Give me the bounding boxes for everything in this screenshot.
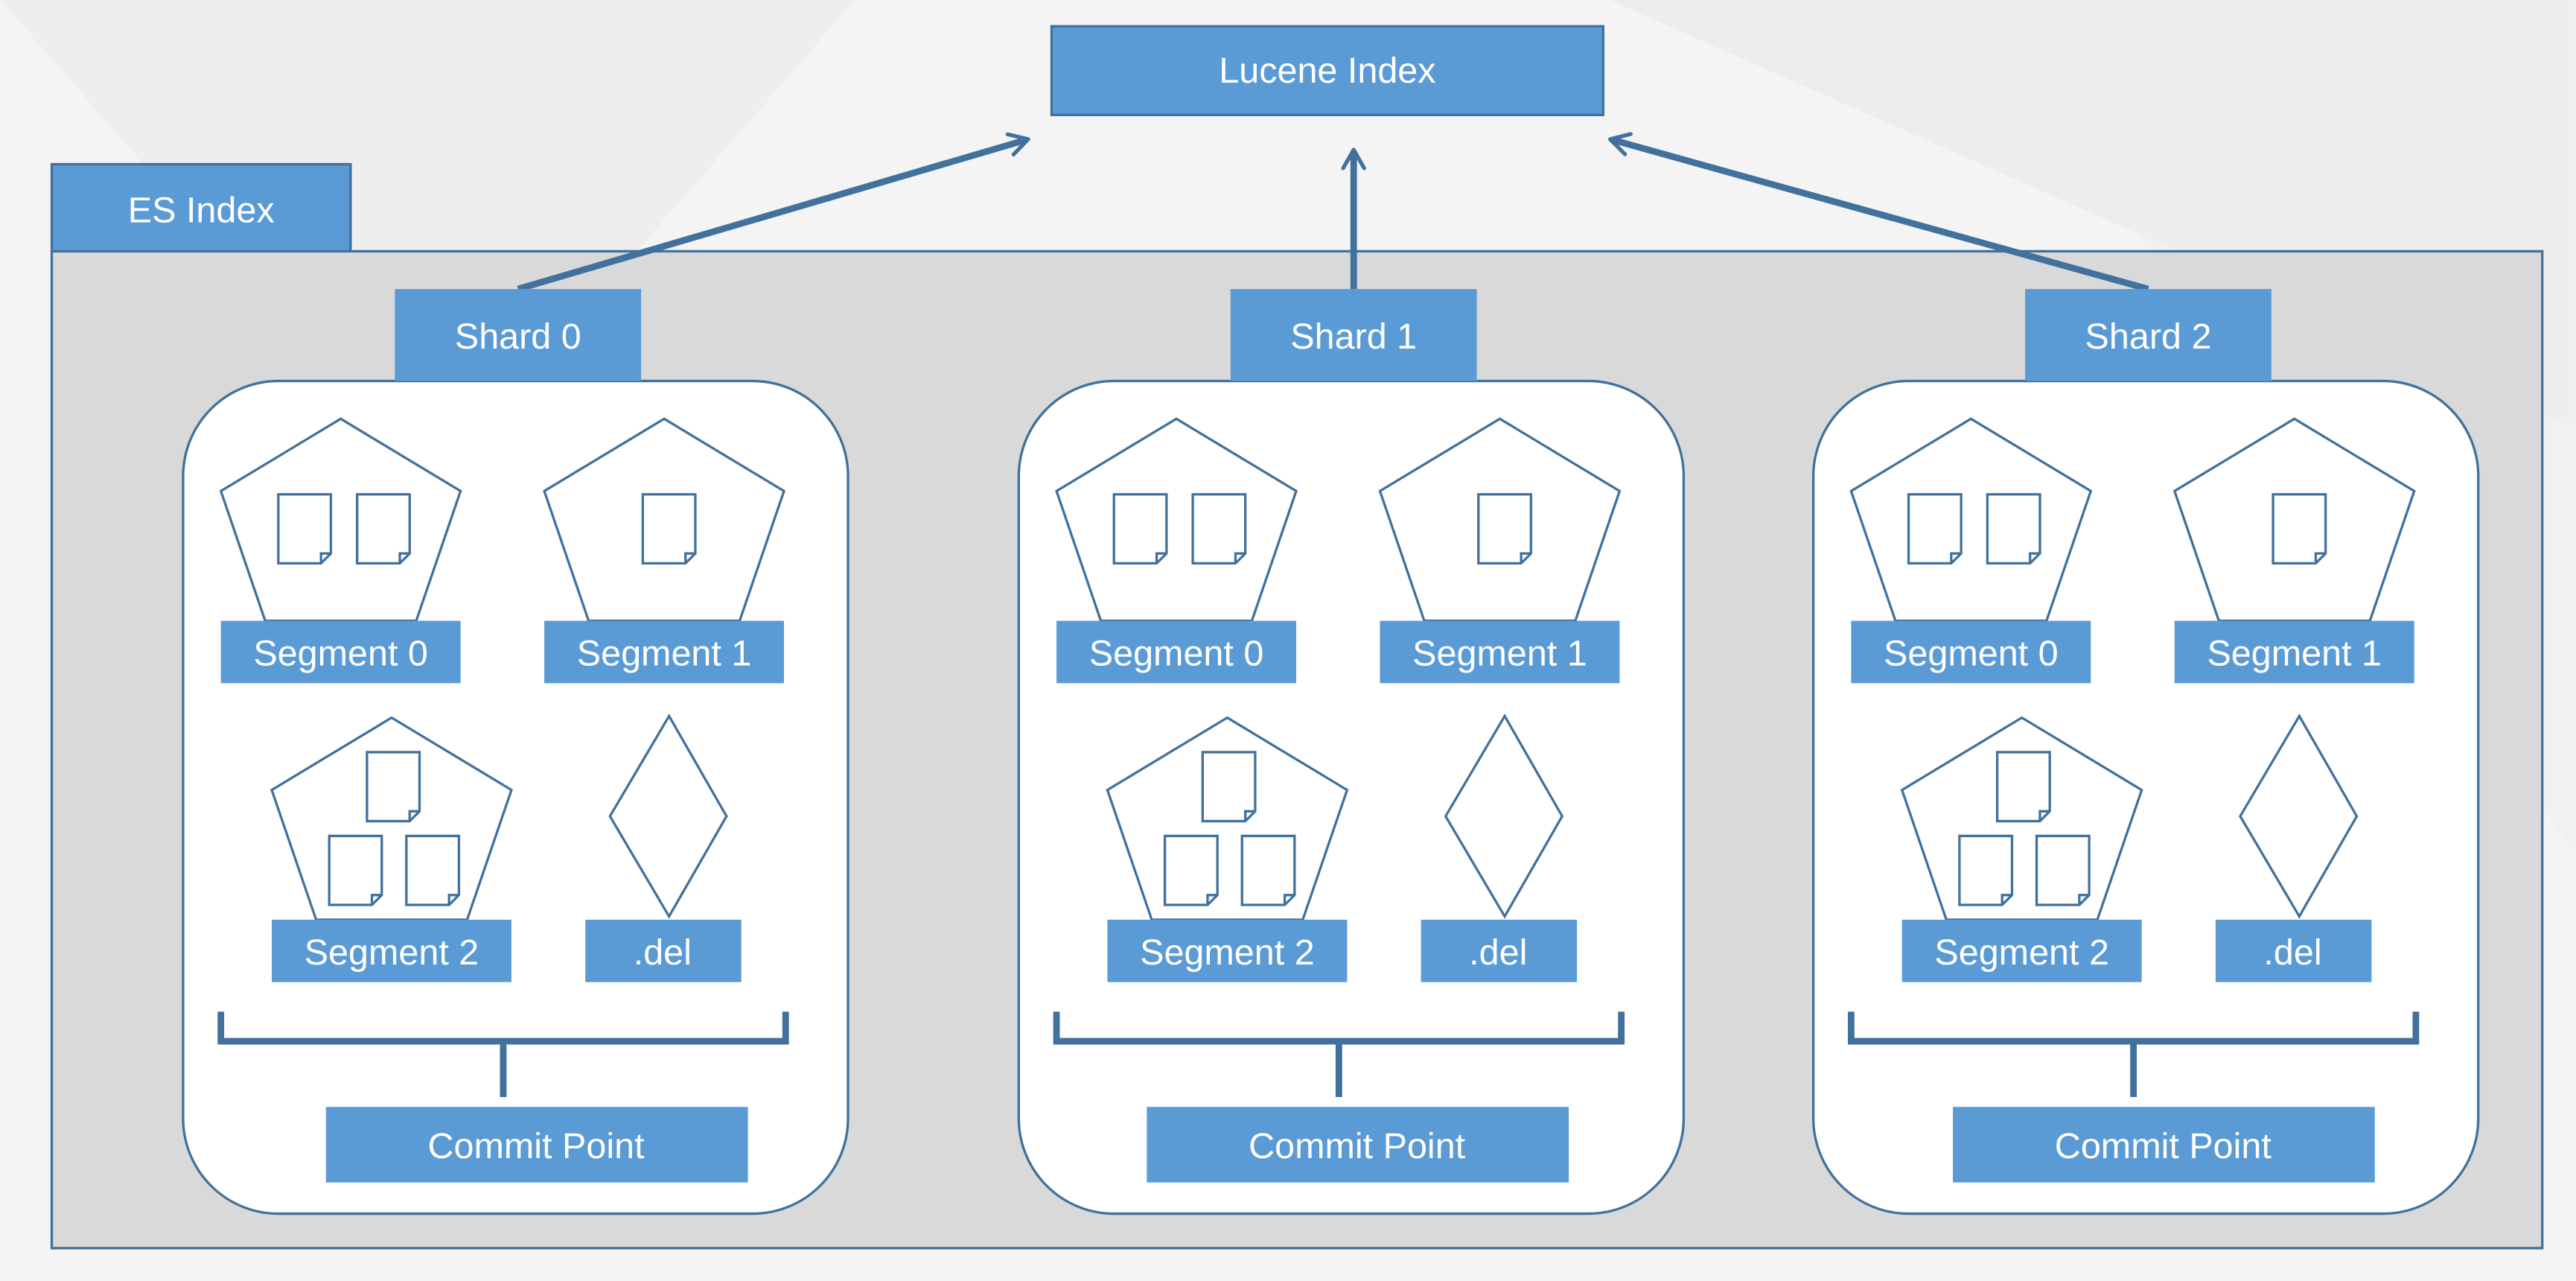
segment-label-box [544,620,785,684]
shard-2: Shard 2 Segment 0 Segment 1 Segment 2 .d… [1811,289,2480,1215]
segment-label: Segment 1 [577,634,752,674]
commit-point-label: Commit Point [1249,1126,1466,1166]
del-label: .del [634,932,692,973]
document-icon [2035,834,2091,906]
del-label: .del [1469,932,1527,973]
es-index-label: ES Index [128,190,275,230]
del-file: .del [1421,713,1578,982]
segment-label-box [2174,620,2414,684]
shard-1: Shard 1 Segment 0 Segment 1 Segment 2 .d… [1017,289,1686,1215]
shard-label: Shard 2 [2085,317,2212,357]
segment-label-box [1851,620,2091,684]
del-label-box [1421,919,1578,982]
arrow-up-icon [517,132,1030,293]
document-icon [1163,834,1219,906]
commit-point-label: Commit Point [428,1126,645,1166]
segment-label: Segment 1 [2207,634,2382,674]
document-icon [641,493,697,565]
shard-header [2025,289,2271,381]
shard-header [1230,289,1477,381]
shard-label: Shard 0 [455,317,581,357]
segment-label: Segment 1 [1412,634,1587,674]
segment-label-box [1056,620,1297,684]
document-icon [1995,751,2051,823]
commit-point-box [1147,1107,1569,1183]
commit-point-box [325,1107,748,1183]
document-icon [1477,493,1533,565]
segment-label-box [272,919,511,982]
segment-label-box [1107,919,1348,982]
commit-point-label: Commit Point [2055,1126,2272,1166]
document-icon [1986,493,2041,565]
shard-0: Shard 0 Segment 0 Segment 1 Segment 2 [182,289,849,1215]
arrow-up-icon [1608,132,2149,293]
segment-label: Segment 2 [305,932,479,973]
brace-icon [1053,1011,1625,1098]
commit-point-box [1953,1107,2375,1183]
del-label-box [585,919,742,982]
relation-arrows [517,132,2149,293]
lucene-index-label: Lucene Index [1219,51,1435,91]
document-icon [2271,493,2327,565]
es-index-tab [50,162,352,253]
segment-label: Segment 0 [253,634,428,674]
segment-label-box [1901,919,2142,982]
segment-1: Segment 1 [1378,417,1622,684]
document-icon [1191,493,1247,565]
document-icon [405,834,461,906]
segment-label-box [1380,620,1620,684]
document-icon [1201,751,1257,823]
brace-icon [1847,1011,2420,1098]
del-file: .del [2215,713,2372,982]
segment-label-box [220,620,461,684]
del-label-box [2215,919,2372,982]
segment-2: Segment 2 [1106,716,1349,982]
segment-label: Segment 2 [1934,932,2109,973]
lucene-index-rect [1050,25,1605,117]
document-icon [1240,834,1296,906]
lucene-index-box: Lucene Index [1050,25,1605,117]
segment-label: Segment 0 [1884,634,2059,674]
segment-0: Segment 0 [219,417,462,684]
del-label: .del [2263,932,2321,973]
document-icon [277,493,333,565]
segment-1: Segment 1 [543,417,786,684]
segment-2: Segment 2 [1900,716,2143,982]
shard-label: Shard 1 [1290,317,1417,357]
brace-icon [217,1011,789,1098]
document-icon [366,751,421,823]
document-icon [328,834,383,906]
document-icon [1112,493,1168,565]
segment-label: Segment 0 [1089,634,1264,674]
diamond-icon [608,713,728,919]
shard-header [395,289,642,381]
segment-0: Segment 0 [1055,417,1298,684]
segment-0: Segment 0 [1849,417,2093,684]
diamond-icon [2239,713,2359,919]
document-icon [356,493,411,565]
document-icon [1907,493,1963,565]
segment-1: Segment 1 [2172,417,2416,684]
document-icon [1958,834,2014,906]
segment-label: Segment 2 [1140,932,1315,973]
segment-2: Segment 2 [270,716,513,982]
diamond-icon [1444,713,1564,919]
del-file: .del [585,713,742,982]
